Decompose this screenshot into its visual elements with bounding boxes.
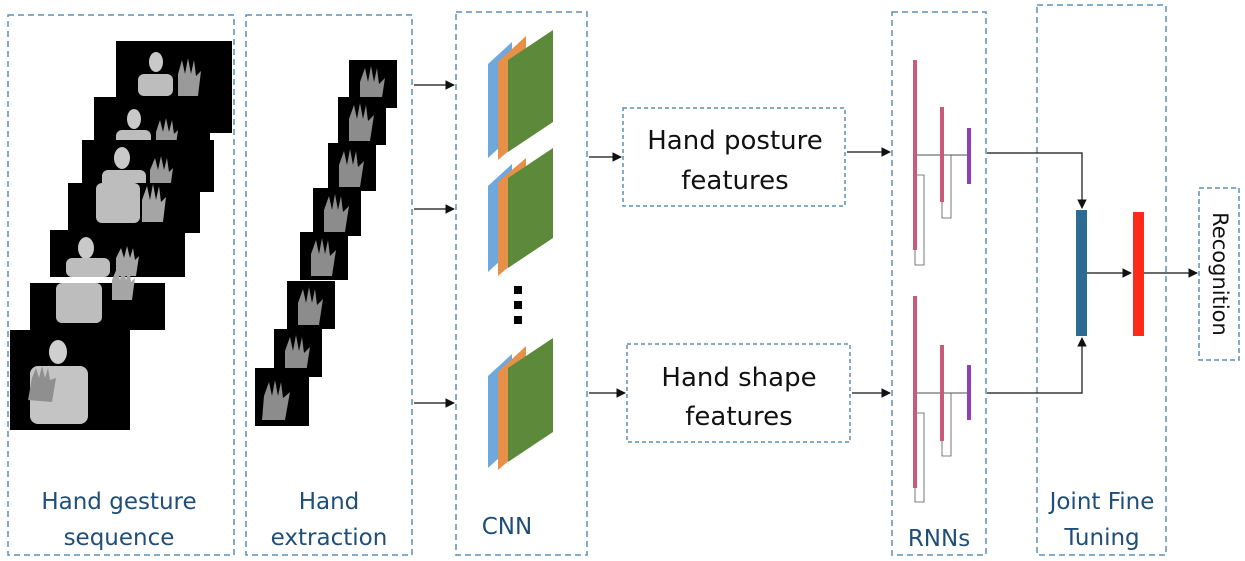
hand-extraction-label-line2: extraction bbox=[271, 525, 388, 551]
gesture-sequence-label-line1: Hand gesture bbox=[41, 489, 196, 515]
extracted-hand bbox=[287, 281, 335, 329]
gesture-sequence-label-line2: sequence bbox=[64, 525, 175, 551]
gesture-frame bbox=[30, 266, 165, 330]
cnn-layer-stack bbox=[488, 30, 553, 160]
extracted-hand bbox=[338, 97, 386, 145]
cnn-layer-stack bbox=[488, 338, 553, 470]
output-layer bbox=[1133, 212, 1144, 336]
shape-features-label-line2: features bbox=[685, 402, 792, 432]
joint-fine-tuning-label-line2: Tuning bbox=[1063, 525, 1139, 551]
extracted-hand bbox=[313, 188, 361, 236]
recognition-box bbox=[1198, 187, 1240, 361]
cnn-layer-stack bbox=[488, 148, 553, 276]
arrow-rnn-posture-to-fusion bbox=[987, 152, 1087, 209]
rnns-label: RNNs bbox=[908, 526, 970, 552]
posture-features-box bbox=[622, 107, 846, 207]
extracted-hand bbox=[300, 232, 348, 280]
recognition-label: Recognition bbox=[1208, 212, 1232, 336]
gesture-frame bbox=[68, 183, 200, 233]
arrow-rnn-shape-to-fusion bbox=[987, 337, 1087, 394]
gesture-frame-stack bbox=[10, 41, 232, 430]
extracted-hand bbox=[328, 143, 376, 191]
extracted-hand-stack bbox=[255, 60, 397, 426]
hand-extraction-box bbox=[245, 14, 413, 556]
gesture-frame bbox=[10, 330, 130, 430]
posture-features-label-line2: features bbox=[681, 166, 788, 196]
shape-features-label-line1: Hand shape bbox=[661, 363, 816, 393]
ellipsis-dots bbox=[514, 286, 522, 324]
gesture-frame bbox=[50, 230, 185, 277]
rnns-box bbox=[891, 11, 987, 556]
rnn-block-shape bbox=[913, 296, 971, 503]
cnn-label: CNN bbox=[482, 514, 532, 540]
posture-features-label-line1: Hand posture bbox=[647, 126, 822, 156]
cnn-box bbox=[455, 11, 588, 556]
joint-fine-tuning-box bbox=[1036, 4, 1167, 556]
fusion-layer bbox=[1076, 210, 1087, 336]
hand-extraction-label-line1: Hand bbox=[299, 489, 360, 515]
extracted-hand bbox=[255, 368, 309, 426]
rnn-block-posture bbox=[913, 60, 971, 266]
joint-fine-tuning-label-line1: Joint Fine bbox=[1048, 489, 1155, 515]
gesture-sequence-box bbox=[7, 14, 235, 556]
